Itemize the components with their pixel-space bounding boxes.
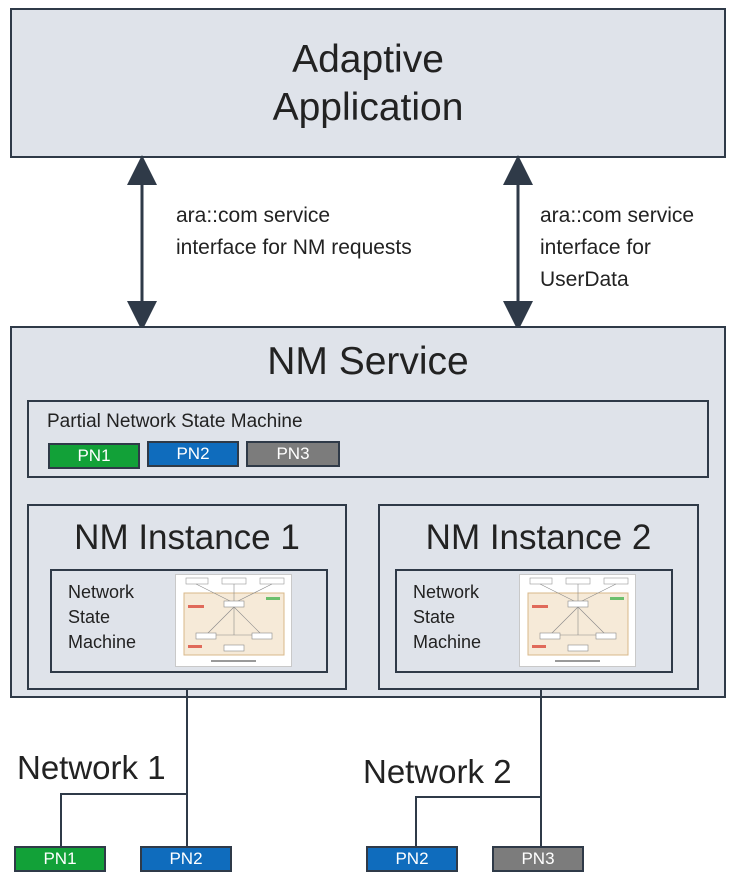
pnsm-title: Partial Network State Machine [47, 411, 303, 432]
state-diagram-thumbnail-graphic [527, 577, 629, 662]
network-1-bus-line [60, 793, 188, 795]
network-2-node-pn3: PN3 [492, 846, 584, 872]
nm-instance-1-title: NM Instance 1 [74, 518, 300, 557]
network-1-trunk-line [186, 690, 188, 848]
state-diagram-thumbnail-graphic [183, 577, 285, 662]
partial-network-state-machine-box [27, 400, 709, 478]
pnsm-chip-pn1: PN1 [48, 443, 140, 469]
pnsm-chip-pn2: PN2 [147, 441, 239, 467]
nm-instance-1-nsm-line1: Network [68, 582, 135, 602]
network-1-node-pn2: PN2 [140, 846, 232, 872]
nm-instance-2-title: NM Instance 2 [425, 518, 652, 557]
nm-instance-2-nsm-line2: State [413, 607, 456, 627]
network-2-drop-pn2 [415, 796, 417, 848]
nm-instance-2-state-diagram-thumbnail [519, 574, 636, 667]
network-2-bus-line [415, 796, 542, 798]
network-2-label: Network 2 [363, 753, 512, 790]
nm-instance-1-nsm-line2: State [68, 607, 111, 627]
nm-service-title: NM Service [267, 340, 469, 383]
network-2-node-pn2: PN2 [366, 846, 458, 872]
network-2-trunk-line [540, 690, 542, 848]
adaptive-application-box [10, 8, 726, 158]
adaptive-application-title-line2: Application [272, 86, 464, 129]
right-interface-label-line1: ara::com service [540, 204, 695, 227]
right-interface-label-line3: UserData [540, 268, 629, 291]
network-1-node-pn1: PN1 [14, 846, 106, 872]
left-interface-label-line2: interface for NM requests [176, 236, 412, 259]
network-1-drop-pn1 [60, 793, 62, 848]
network-1-label: Network 1 [17, 749, 166, 786]
adaptive-application-title-line1: Adaptive [292, 38, 444, 81]
nm-instance-2-nsm-line3: Machine [413, 632, 482, 652]
left-interface-label-line1: ara::com service [176, 204, 331, 227]
nm-instance-1-nsm-line3: Machine [68, 632, 137, 652]
pnsm-chip-pn3: PN3 [246, 441, 340, 467]
nm-instance-2-nsm-line1: Network [413, 582, 480, 602]
right-interface-label-line2: interface for [540, 236, 651, 259]
nm-instance-1-state-diagram-thumbnail [175, 574, 292, 667]
